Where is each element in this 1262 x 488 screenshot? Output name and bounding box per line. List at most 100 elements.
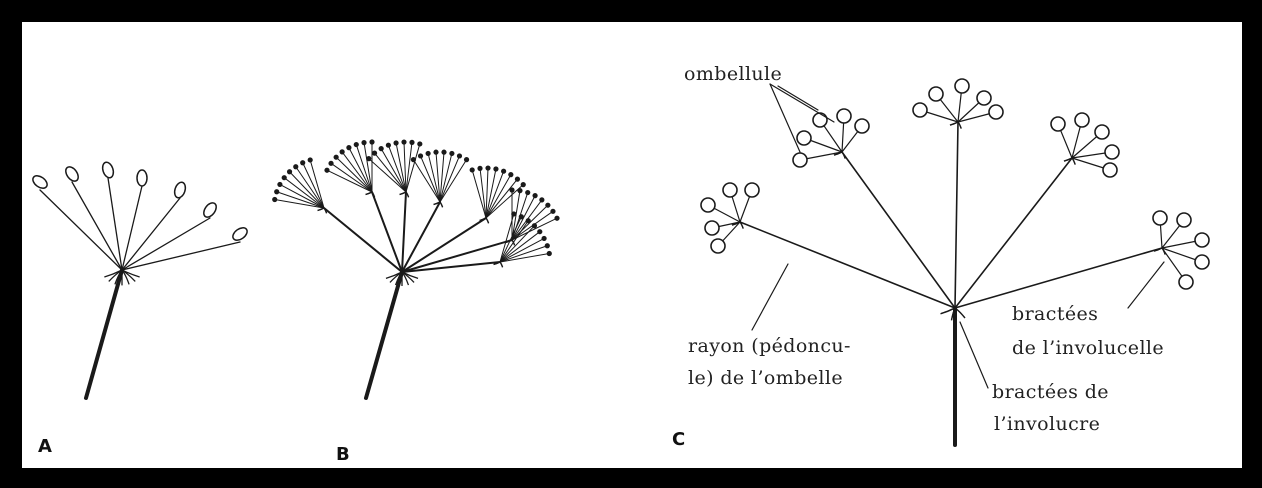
flower <box>324 168 329 173</box>
flower <box>1075 113 1089 127</box>
label-involucre-line-2: l’involucre <box>994 413 1100 435</box>
label-ombellule: ombellule <box>684 63 782 85</box>
flower <box>1105 145 1119 159</box>
umbel-ray <box>740 222 955 308</box>
flower <box>477 166 482 171</box>
involucre <box>941 308 965 320</box>
flower <box>547 251 552 256</box>
secondary-ray <box>331 163 372 192</box>
flower <box>701 198 715 212</box>
secondary-ray <box>440 160 467 202</box>
flower <box>1195 233 1209 247</box>
flower <box>1179 275 1193 289</box>
leader-ombellule-3 <box>778 86 818 110</box>
flower <box>797 131 811 145</box>
secondary-ray <box>296 167 324 208</box>
flower <box>1103 163 1117 177</box>
label-involucre-line-1: bractées de <box>992 381 1109 403</box>
flower <box>509 187 514 192</box>
flower-bud <box>101 161 115 179</box>
flower <box>409 140 414 145</box>
flower <box>274 189 279 194</box>
panel-a-simple-umbel <box>31 161 250 398</box>
flower <box>532 223 537 228</box>
flower <box>501 169 506 174</box>
flower <box>361 140 366 145</box>
flower <box>369 139 374 144</box>
flower <box>308 157 313 162</box>
flower <box>393 140 398 145</box>
secondary-ray <box>388 145 406 192</box>
flower <box>366 156 371 161</box>
flower <box>711 239 725 253</box>
flower <box>411 157 416 162</box>
flower <box>328 161 333 166</box>
flower <box>554 216 559 221</box>
secondary-ray <box>327 170 372 192</box>
flower <box>989 105 1003 119</box>
flower-bud <box>231 225 250 242</box>
bract <box>366 192 372 195</box>
flower <box>277 182 282 187</box>
flower <box>457 153 462 158</box>
flower <box>287 169 292 174</box>
leader-involucre <box>960 322 988 388</box>
flower <box>1051 117 1065 131</box>
flower <box>705 221 719 235</box>
secondary-ray <box>472 170 486 218</box>
secondary-ray <box>486 175 511 218</box>
panel-letter-a: A <box>38 436 52 457</box>
bract <box>440 202 443 207</box>
label-involucelle-line-2: de l’involucelle <box>1012 337 1164 359</box>
ray <box>122 218 210 270</box>
umbel-ray <box>955 122 958 308</box>
flower <box>537 229 542 234</box>
ray <box>122 242 240 270</box>
stem <box>366 272 402 398</box>
secondary-ray <box>486 171 504 218</box>
secondary-ray <box>284 178 324 208</box>
flower <box>1153 211 1167 225</box>
involucel <box>318 208 327 213</box>
flower <box>379 146 384 151</box>
flower <box>526 218 531 223</box>
flower-bud <box>31 173 50 190</box>
panel-b-compound-umbel <box>272 139 559 398</box>
flower-bud <box>173 181 187 199</box>
panel-letter-b: B <box>336 444 350 465</box>
flower <box>837 109 851 123</box>
primary-ray <box>402 202 440 272</box>
flower <box>539 197 544 202</box>
flower <box>464 157 469 162</box>
flower <box>813 113 827 127</box>
leader-involucelle <box>1128 262 1164 308</box>
flower <box>449 151 454 156</box>
panel-letter-c: C <box>672 429 685 450</box>
flower <box>300 160 305 165</box>
flower <box>272 197 277 202</box>
involucre <box>386 272 418 286</box>
ray <box>40 190 122 270</box>
flower-bud <box>63 165 80 184</box>
flower <box>521 182 526 187</box>
secondary-ray <box>480 168 486 218</box>
flower <box>293 164 298 169</box>
flower <box>282 175 287 180</box>
flower <box>723 183 737 197</box>
label-rayon-line-2: le) de l’ombelle <box>688 367 843 389</box>
flower <box>426 151 431 156</box>
secondary-ray <box>375 153 406 192</box>
flower <box>354 142 359 147</box>
leader-rayon <box>752 264 788 330</box>
leader-ombellule-2 <box>770 84 800 152</box>
flower-bud <box>201 201 218 220</box>
flower <box>525 190 530 195</box>
flower <box>508 172 513 177</box>
bract <box>486 218 489 223</box>
bract <box>950 122 958 125</box>
secondary-ray <box>406 142 412 192</box>
flower <box>386 143 391 148</box>
umbel-ray <box>955 248 1162 308</box>
flower <box>433 150 438 155</box>
primary-ray <box>402 192 406 272</box>
